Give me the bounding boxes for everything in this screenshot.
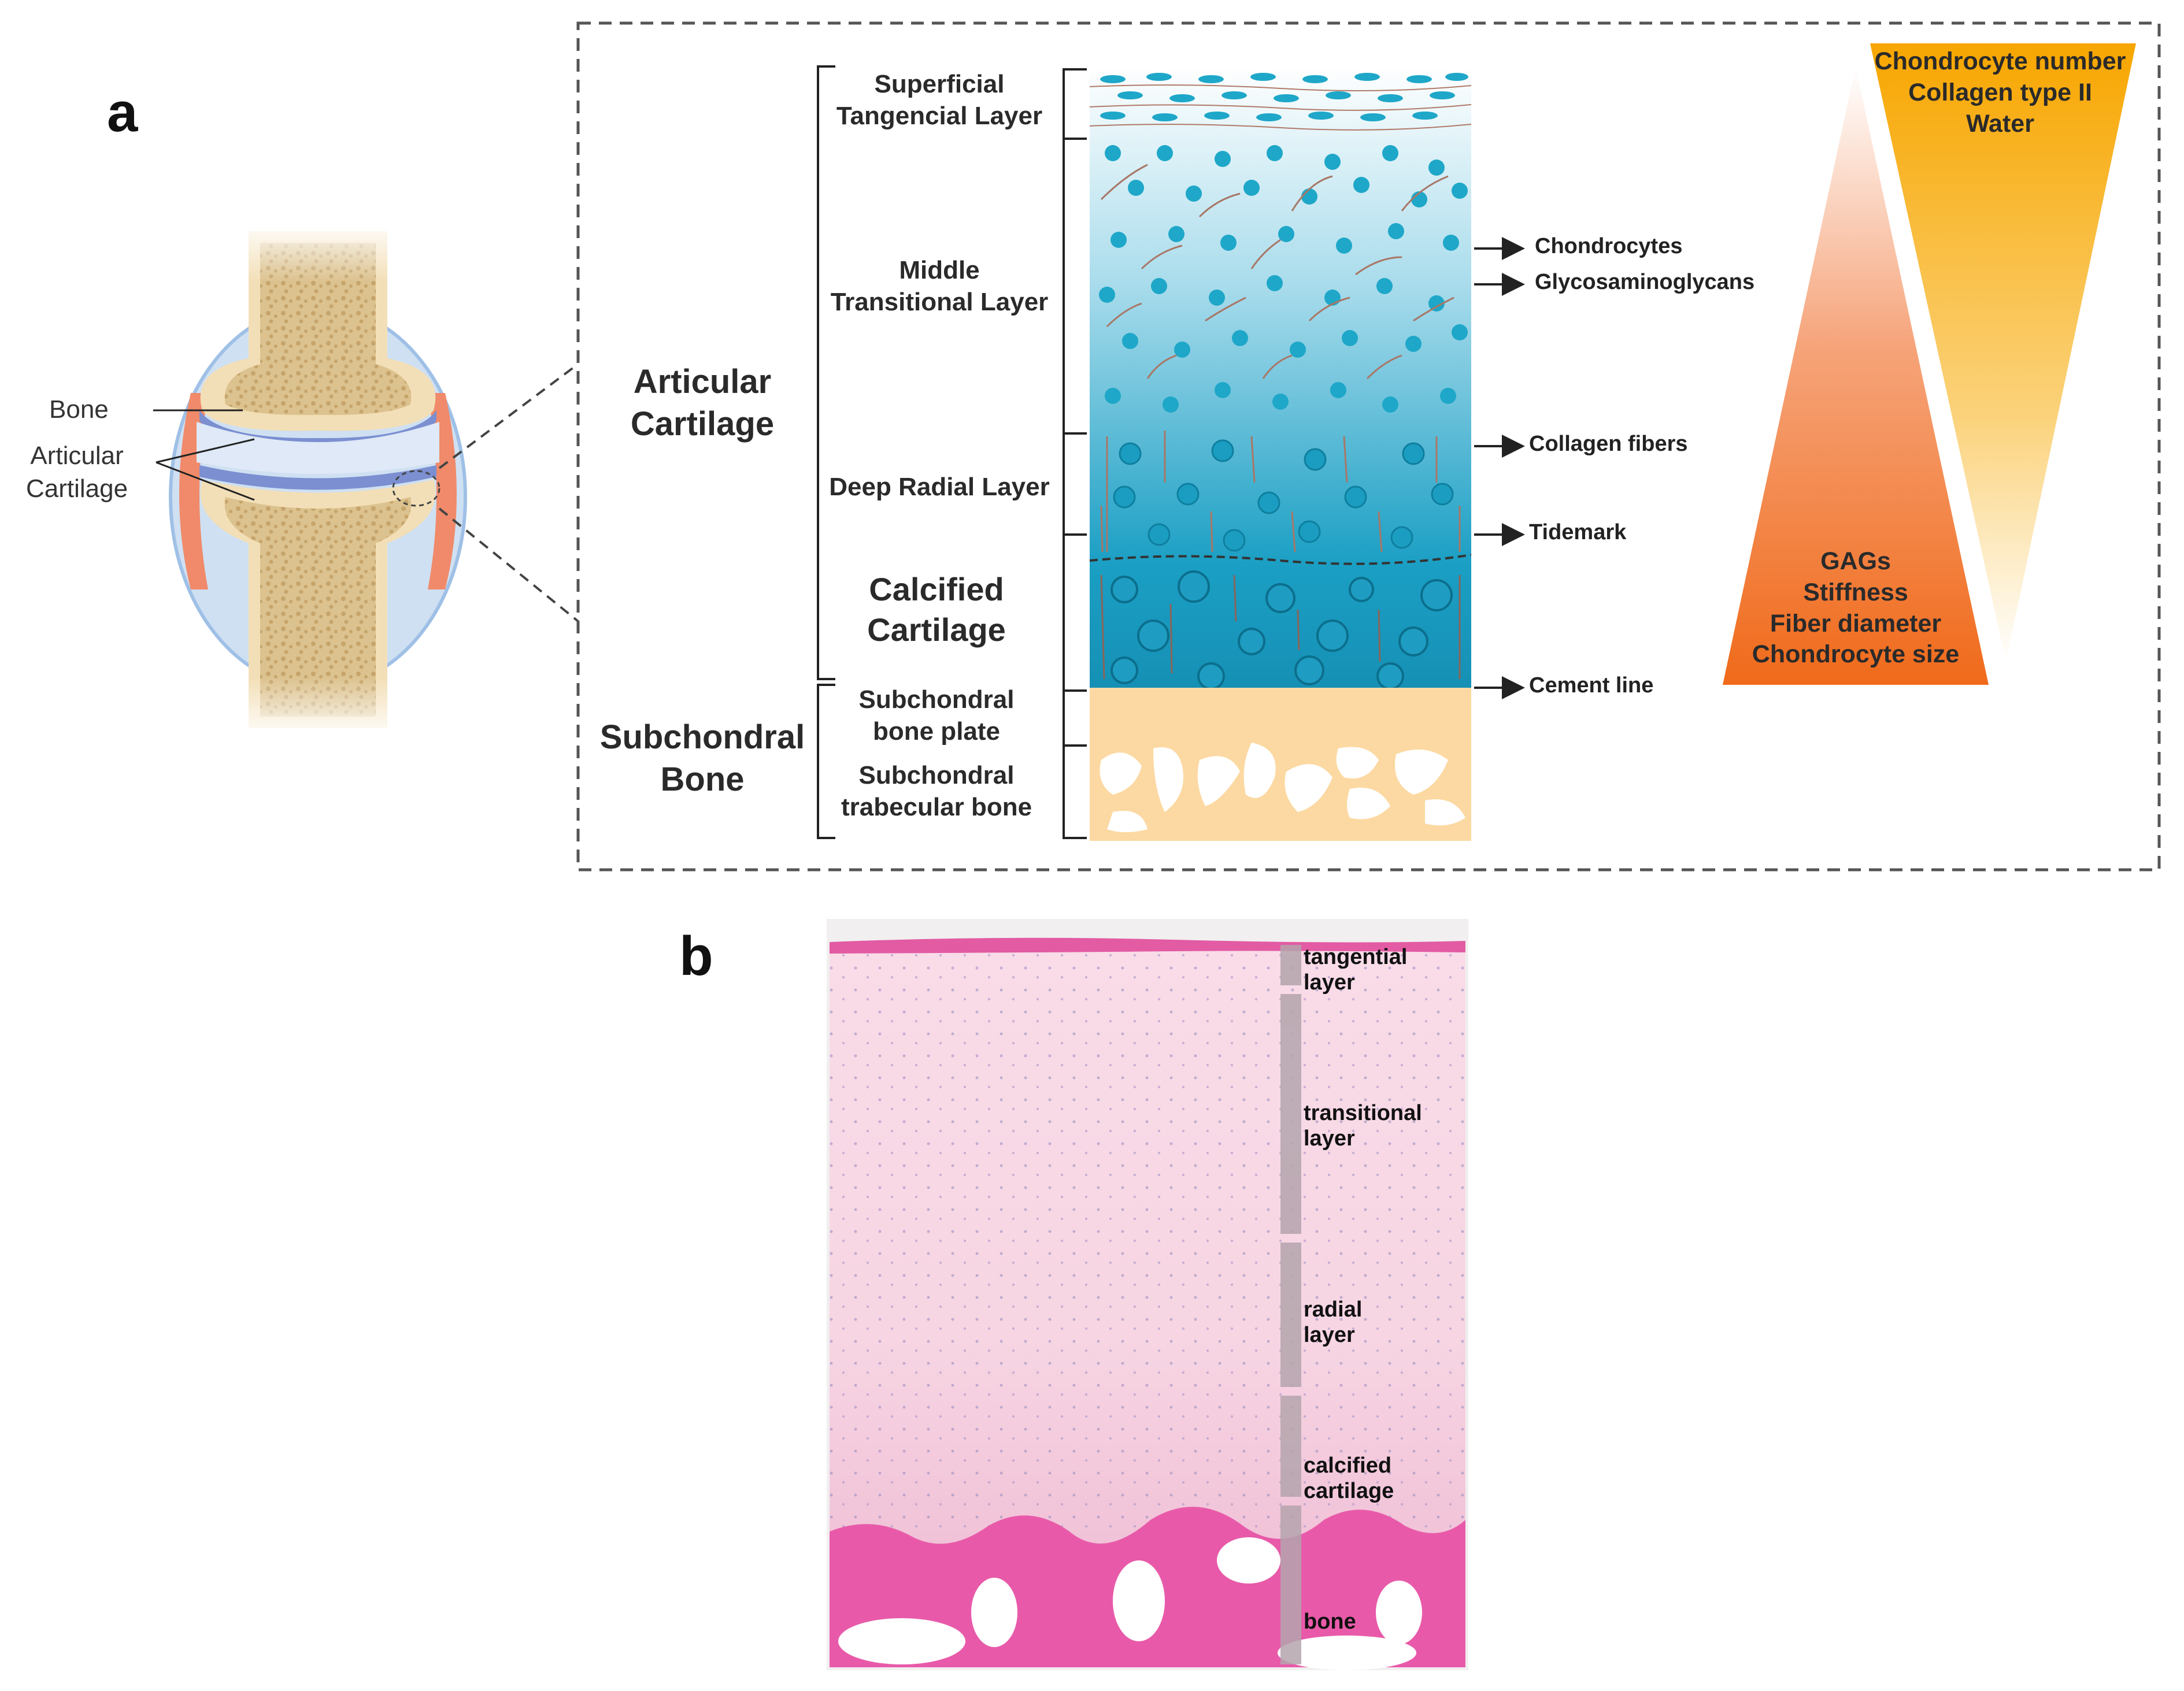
zoom-line-top [438, 363, 579, 469]
zone-bracket-superficial [1063, 68, 1087, 140]
histology-section [827, 919, 1468, 1670]
decreasing-gradient-triangle [1870, 43, 2136, 662]
cartilage-zone-column [1090, 66, 1471, 841]
pointer-gags-label: Glycosaminoglycans [1535, 270, 1755, 294]
superficial-fibers [1090, 84, 1471, 131]
property-gradients [1723, 43, 2136, 685]
zone-trabecular-label: Subchondral trabecular bone [841, 761, 1032, 821]
histo-tangential-label: tangential layer [1304, 945, 1408, 995]
zone-bracket-middle [1063, 138, 1087, 435]
deep-fibers [1100, 431, 1461, 552]
articular-bracket [817, 65, 835, 680]
zoom-line-bottom [438, 507, 579, 622]
zone-bracket-deep [1063, 432, 1087, 536]
marrow-spaces [838, 1537, 1422, 1670]
histo-transitional-label: transitional layer [1304, 1101, 1422, 1151]
zone-plate-label: Subchondral bone plate [858, 685, 1015, 746]
bottom-gradient-label: GAGs Stiffness Fiber diameter Chondrocyt… [1752, 547, 1960, 669]
panel-a-letter: a [107, 81, 138, 143]
histo-radial-label: radial layer [1304, 1297, 1363, 1347]
calcified-cells [1110, 570, 1453, 690]
zone-middle-label: Middle Transitional Layer [830, 256, 1049, 316]
subchondral-bone-label: Subchondral Bone [599, 718, 805, 798]
pointer-collagen-label: Collagen fibers [1529, 432, 1688, 456]
panel-b-letter: b [679, 925, 713, 987]
middle-fibers [1100, 164, 1454, 380]
cartilage-leader-2 [156, 461, 255, 501]
zoom-region [392, 470, 440, 507]
tidemark-line [1090, 554, 1471, 565]
zone-deep-label: Deep Radial Layer [829, 473, 1050, 501]
zone-superficial-label: Superficial Tangencial Layer [836, 70, 1043, 130]
surface-edge [830, 937, 1465, 954]
pointer-chondrocytes-label: Chondrocytes [1535, 234, 1683, 258]
panel-a-frame [576, 21, 2161, 872]
zone-marker-bar [1280, 945, 1301, 1664]
histo-bone-label: bone [1304, 1610, 1356, 1634]
deep-cells [1113, 439, 1454, 552]
trabecular-cavities [1100, 743, 1465, 832]
cartilage-leader-1 [156, 438, 255, 463]
knee-joint-illustration [145, 220, 491, 740]
pointer-arrows [1474, 237, 1525, 699]
pointer-cement-label: Cement line [1529, 673, 1654, 698]
top-gradient-label: Chondrocyte number Collagen type II Wate… [1874, 47, 2126, 138]
bone-label: Bone [49, 395, 109, 424]
zone-calcified-label: Calcified Cartilage [867, 571, 1006, 648]
zone-bracket-trabecular [1063, 744, 1087, 839]
zone-bracket-calcified [1063, 533, 1087, 692]
subchondral-bracket [817, 684, 835, 839]
cartilage-label: Articular Cartilage [26, 442, 128, 503]
pointer-tidemark-label: Tidemark [1529, 520, 1627, 544]
articular-cartilage-label: Articular Cartilage [630, 363, 775, 443]
zone-bracket-plate [1063, 689, 1087, 747]
calcified-fibers [1100, 574, 1461, 680]
histo-calcified-label: calcified cartilage [1304, 1453, 1394, 1503]
increasing-gradient-triangle [1723, 66, 1989, 685]
superficial-cells [1100, 73, 1468, 121]
